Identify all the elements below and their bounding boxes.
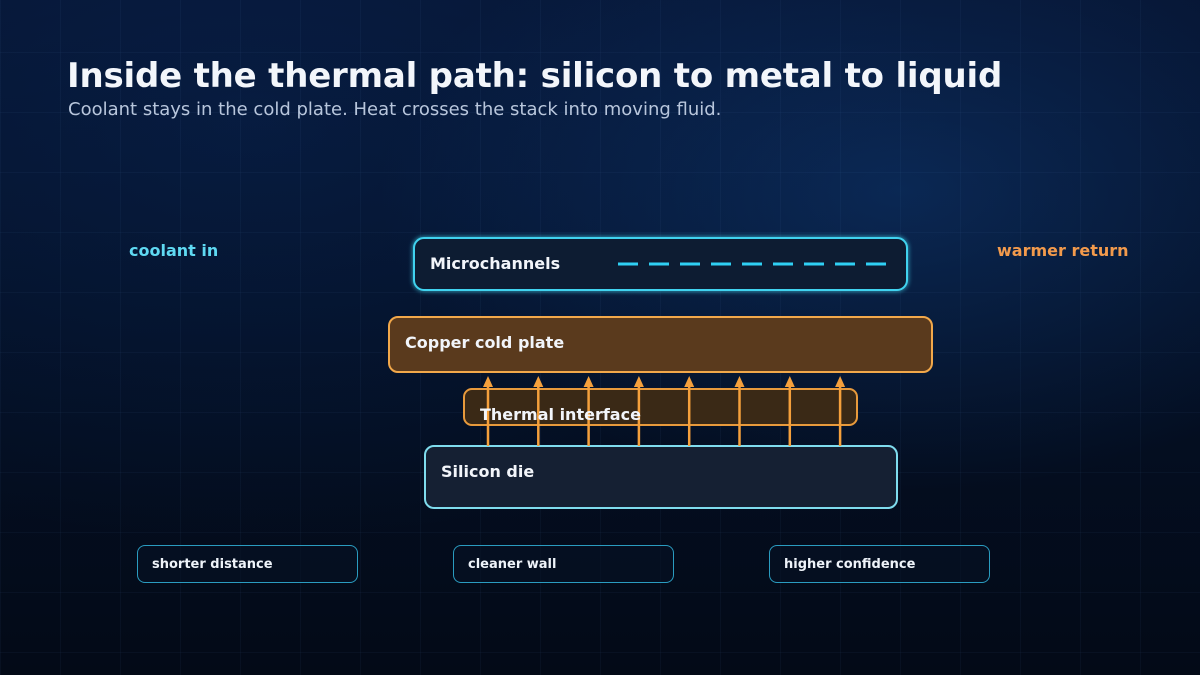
- thermal-interface-block: [463, 388, 858, 426]
- coolant-in-label: coolant in: [129, 241, 219, 260]
- heat-flow-arrows: [483, 376, 846, 446]
- benefit-label: cleaner wall: [468, 556, 557, 572]
- heat-arrow: [784, 376, 795, 446]
- benefit-pill-cleaner-wall: cleaner wall: [453, 545, 674, 583]
- benefit-label: shorter distance: [152, 556, 273, 572]
- heat-arrow: [583, 376, 594, 446]
- copper-cold-plate-block: [388, 316, 933, 373]
- warmer-return-label: warmer return: [997, 241, 1129, 260]
- heat-arrow: [835, 376, 846, 446]
- heat-arrow: [734, 376, 745, 446]
- silicon-die-label: Silicon die: [441, 462, 535, 481]
- microchannels-label: Microchannels: [430, 254, 561, 273]
- heat-arrow: [483, 376, 493, 446]
- copper-cold-plate-label: Copper cold plate: [405, 333, 565, 352]
- silicon-die-block: [424, 445, 898, 509]
- benefit-pill-shorter-distance: shorter distance: [137, 545, 358, 583]
- heat-arrow: [684, 376, 695, 446]
- benefit-label: higher confidence: [784, 556, 916, 572]
- heat-arrow: [633, 376, 644, 446]
- benefit-pill-higher-confidence: higher confidence: [769, 545, 990, 583]
- page-title: Inside the thermal path: silicon to meta…: [67, 56, 1003, 96]
- thermal-interface-label: Thermal interface: [480, 405, 641, 424]
- heat-arrow: [533, 376, 544, 446]
- page-subtitle: Coolant stays in the cold plate. Heat cr…: [68, 99, 722, 120]
